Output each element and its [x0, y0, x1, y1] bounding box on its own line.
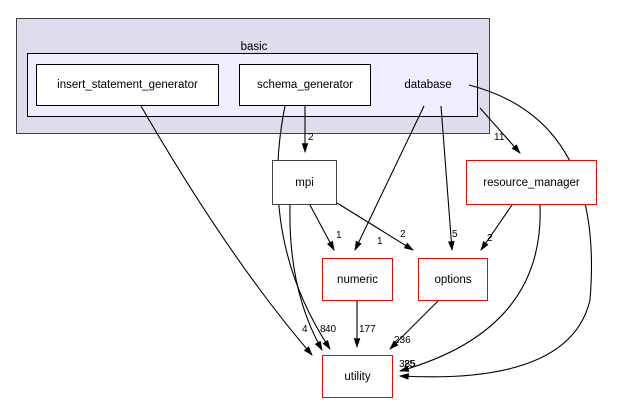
edge-label-insert_statement_generator-utility: 4 [302, 324, 308, 335]
edge-options-utility [389, 300, 439, 350]
edge-resource_manager-options [480, 204, 513, 251]
edge-mpi-numeric [309, 204, 335, 251]
edge-label-schema_generator-mpi: 2 [308, 132, 314, 143]
edge-database-resource_manager [479, 107, 521, 154]
node-label: schema_generator [257, 79, 353, 91]
edge-mpi-options [336, 202, 414, 251]
edge-label-database-resource_manager: 11 [494, 132, 505, 143]
node-label: resource_manager [483, 176, 580, 189]
node-options[interactable]: options [418, 258, 488, 301]
edge-label-mpi-numeric: 1 [336, 230, 342, 241]
edge-label-mpi-utility: 8 [320, 324, 326, 335]
node-label: utility [344, 370, 371, 383]
node-insert_statement_generator[interactable]: insert_statement_generator [36, 64, 219, 106]
edge-schema_generator-utility [277, 105, 331, 350]
edge-label-mpi-options: 2 [400, 229, 406, 240]
node-label: numeric [337, 273, 378, 286]
edge-label-options-utility: 236 [394, 335, 411, 346]
edge-label-resource_manager-utility: 385 [399, 359, 416, 370]
node-numeric[interactable]: numeric [322, 258, 393, 301]
edge-resource_manager-utility [398, 204, 541, 372]
node-utility[interactable]: utility [322, 355, 393, 398]
node-database[interactable]: database [387, 64, 469, 106]
edge-insert_statement_generator-utility [140, 105, 313, 356]
edge-label-schema_generator-utility: 40 [325, 324, 337, 335]
node-mpi[interactable]: mpi [272, 160, 337, 205]
edge-label-database-utility: 25 [404, 359, 416, 370]
edge-database-utility [398, 84, 593, 380]
edge-label-numeric-utility: 177 [359, 324, 376, 335]
edge-label-database-numeric: 1 [377, 236, 383, 247]
edge-database-numeric [354, 105, 425, 251]
node-schema_generator[interactable]: schema_generator [239, 64, 371, 106]
cluster-basic-label: basic [240, 41, 268, 53]
edge-database-options [440, 105, 455, 252]
edge-label-database-options: 5 [452, 229, 458, 240]
node-label: insert_statement_generator [57, 79, 198, 91]
node-label: database [404, 79, 452, 91]
edge-label-resource_manager-options: 2 [487, 233, 493, 244]
node-label: options [434, 273, 472, 286]
node-label: mpi [295, 176, 314, 189]
node-resource_manager[interactable]: resource_manager [466, 160, 597, 205]
